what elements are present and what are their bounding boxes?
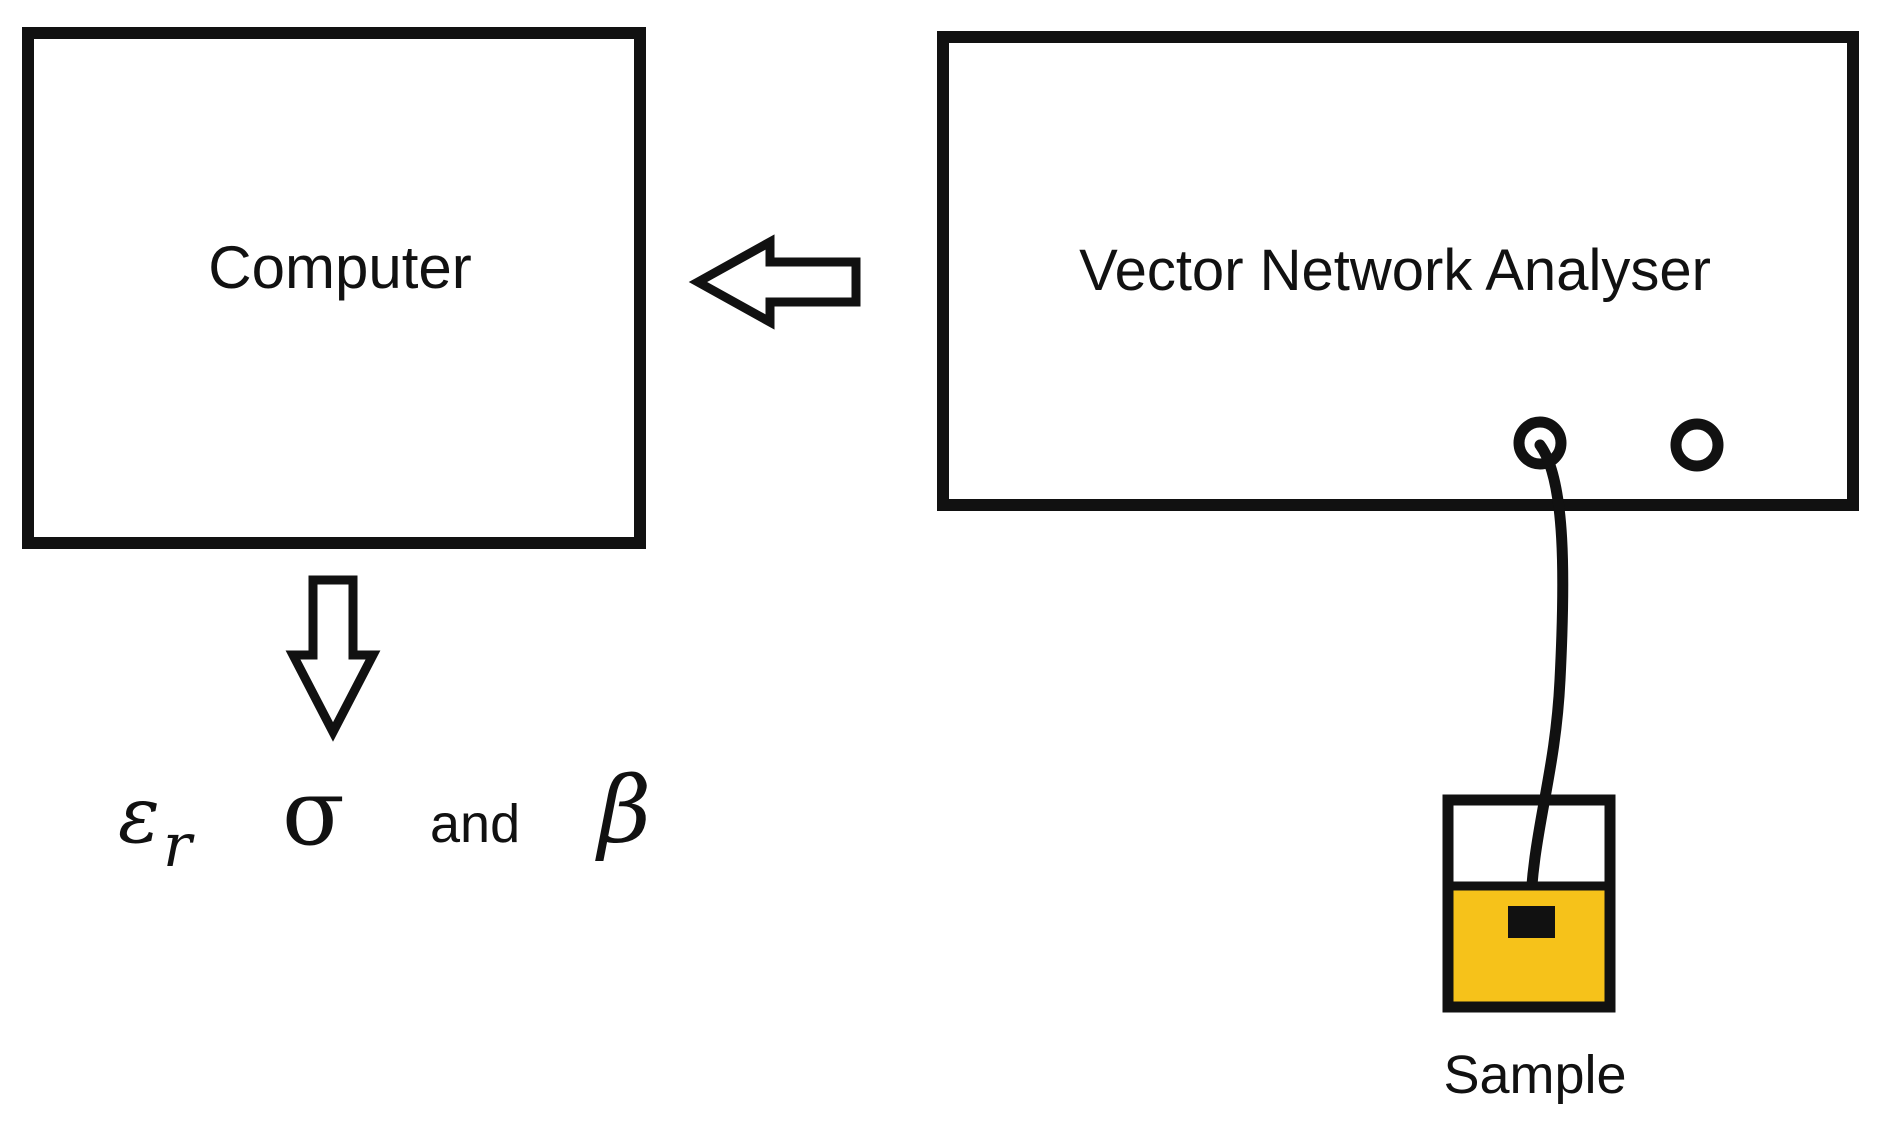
sample-beaker [1442,794,1616,1013]
computer-box [22,27,646,549]
vna-label: Vector Network Analyser [1079,238,1711,303]
data-flow-arrow-left [688,234,861,330]
beta-symbol: β [595,757,651,864]
probe-cable [1524,439,1569,926]
epsilon-symbol: ε [118,771,160,861]
and-label: and [430,794,520,854]
vna-port-2 [1670,418,1724,472]
sample-label: Sample [1443,1045,1626,1105]
vna-node: Vector Network Analyser [937,31,1859,511]
computer-label: Computer [208,234,471,301]
epsilon-subscript: r [163,811,195,881]
output-quantities: ε r σ and β [118,757,651,881]
sigma-symbol: σ [282,759,345,866]
probe-tip [1508,906,1555,938]
sample-container: Sample [1442,794,1627,1105]
computer-node: Computer [22,27,646,549]
data-flow-arrow-down [285,575,381,742]
